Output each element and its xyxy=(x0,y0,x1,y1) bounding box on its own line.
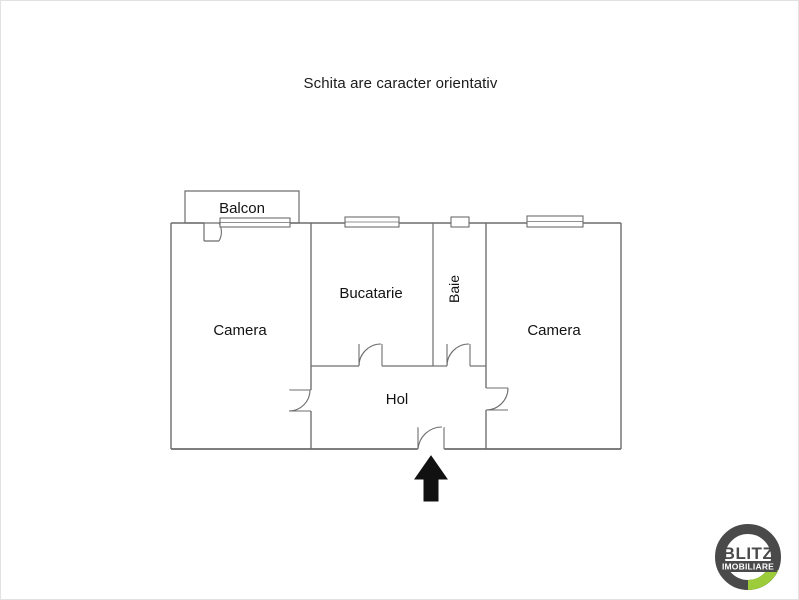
window-kitchen xyxy=(344,216,400,228)
door-swing-left-room xyxy=(288,223,315,449)
logo-secondary-text: IMOBILIARE xyxy=(722,562,774,572)
room-label-baie: Baie xyxy=(446,275,462,303)
room-label-camera-left: Camera xyxy=(213,322,267,339)
window-balcony xyxy=(219,217,291,228)
balcony-door-swing xyxy=(204,222,222,242)
page-title: Schita are caracter orientativ xyxy=(303,75,498,92)
door-swing-kitchen xyxy=(358,343,382,367)
room-label-balcon: Balcon xyxy=(219,200,265,217)
entrance-door xyxy=(171,426,621,452)
logo-primary-text: BLITZ xyxy=(723,544,774,563)
entrance-arrow-up-icon xyxy=(414,455,448,502)
interior-walls xyxy=(310,223,487,449)
window-bathroom xyxy=(450,216,470,228)
door-swing-right-room xyxy=(483,223,509,449)
room-label-bucatarie: Bucatarie xyxy=(339,285,402,302)
room-label-hol: Hol xyxy=(386,391,409,408)
room-label-camera-right: Camera xyxy=(527,322,581,339)
door-swing-bathroom xyxy=(446,343,470,367)
brand-logo: BLITZ IMOBILIARE xyxy=(715,524,781,590)
window-right-room xyxy=(526,215,584,228)
